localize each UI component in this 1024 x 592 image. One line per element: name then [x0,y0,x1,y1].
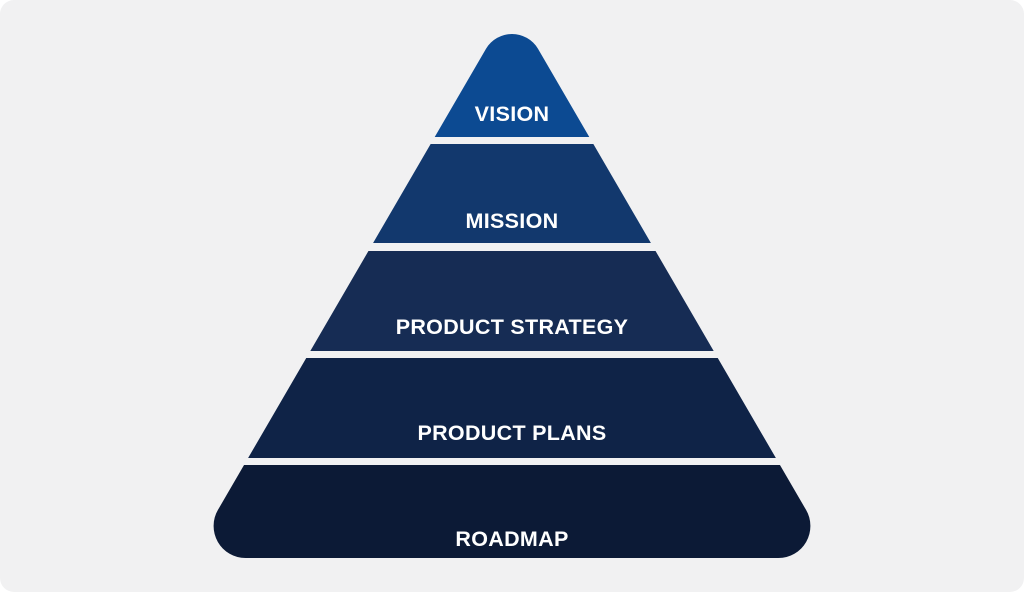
pyramid-label-product-strategy: PRODUCT STRATEGY [396,315,629,339]
pyramid-label-vision: VISION [475,102,550,126]
pyramid-label-product-plans: PRODUCT PLANS [417,421,606,445]
pyramid-label-mission: MISSION [466,209,559,233]
pyramid-level-product-plans [213,358,811,458]
pyramid-label-roadmap: ROADMAP [455,527,568,551]
pyramid-level-roadmap [213,465,811,559]
